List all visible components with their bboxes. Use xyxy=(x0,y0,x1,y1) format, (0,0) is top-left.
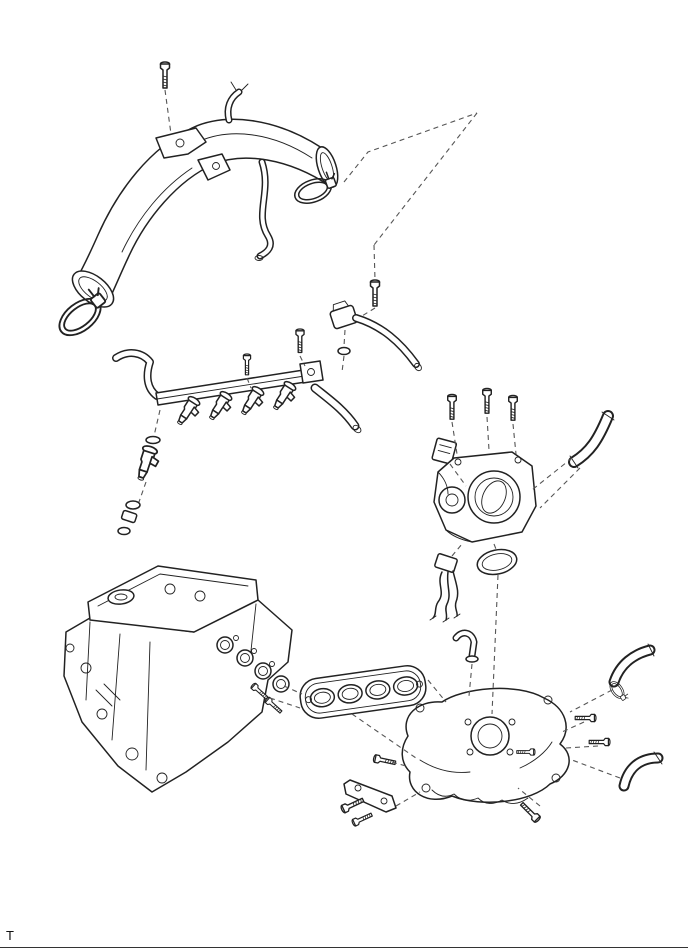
part-air-hose: Hose xyxy=(568,410,615,469)
part-throttle-body: Throttle body xyxy=(433,451,537,543)
part-rail-bolts: Bolts xyxy=(242,279,381,376)
part-lower-hose: Hose xyxy=(618,751,664,792)
part-bolt-top: Bolt xyxy=(159,61,171,89)
part-throttle-gasket: Gasket xyxy=(476,548,518,576)
part-drain-hose: Hose xyxy=(254,158,274,261)
part-fuel-inlet-hose: Fuel hose xyxy=(352,314,422,372)
part-manifold-stay: Bracket xyxy=(343,779,397,813)
part-injector-exploded: Fuel injector with O-ring and grommet xyxy=(117,435,163,536)
part-engine: Engine cylinder head xyxy=(63,565,293,793)
figure-label: T xyxy=(6,928,14,943)
part-pulsation-damper: Fuel pulsation damper xyxy=(329,300,358,356)
footer-rule xyxy=(0,947,688,948)
part-pipe-bracket: Bracket xyxy=(155,127,231,181)
part-throttle-connector: Connector xyxy=(431,437,458,465)
part-vacuum-port: Vacuum pipe xyxy=(452,629,479,663)
part-wire-harness: Wire harness xyxy=(429,553,461,623)
part-upper-hose: Hose with clamp xyxy=(606,643,656,705)
leader-lines: Assembly leader lines xyxy=(138,89,621,807)
part-intake-manifold: Intake manifold xyxy=(401,687,570,804)
part-fuel-return-hose: Fuel hose xyxy=(310,383,362,434)
part-fuel-rail: Fuel delivery pipe xyxy=(112,349,324,406)
part-intake-pipe: Air intake pipe xyxy=(71,118,339,308)
part-throttle-bolts: Bolts xyxy=(447,387,518,421)
part-breather-tube: Vent tube xyxy=(224,81,249,124)
part-manifold-gasket: Intake manifold gasket xyxy=(299,665,427,719)
